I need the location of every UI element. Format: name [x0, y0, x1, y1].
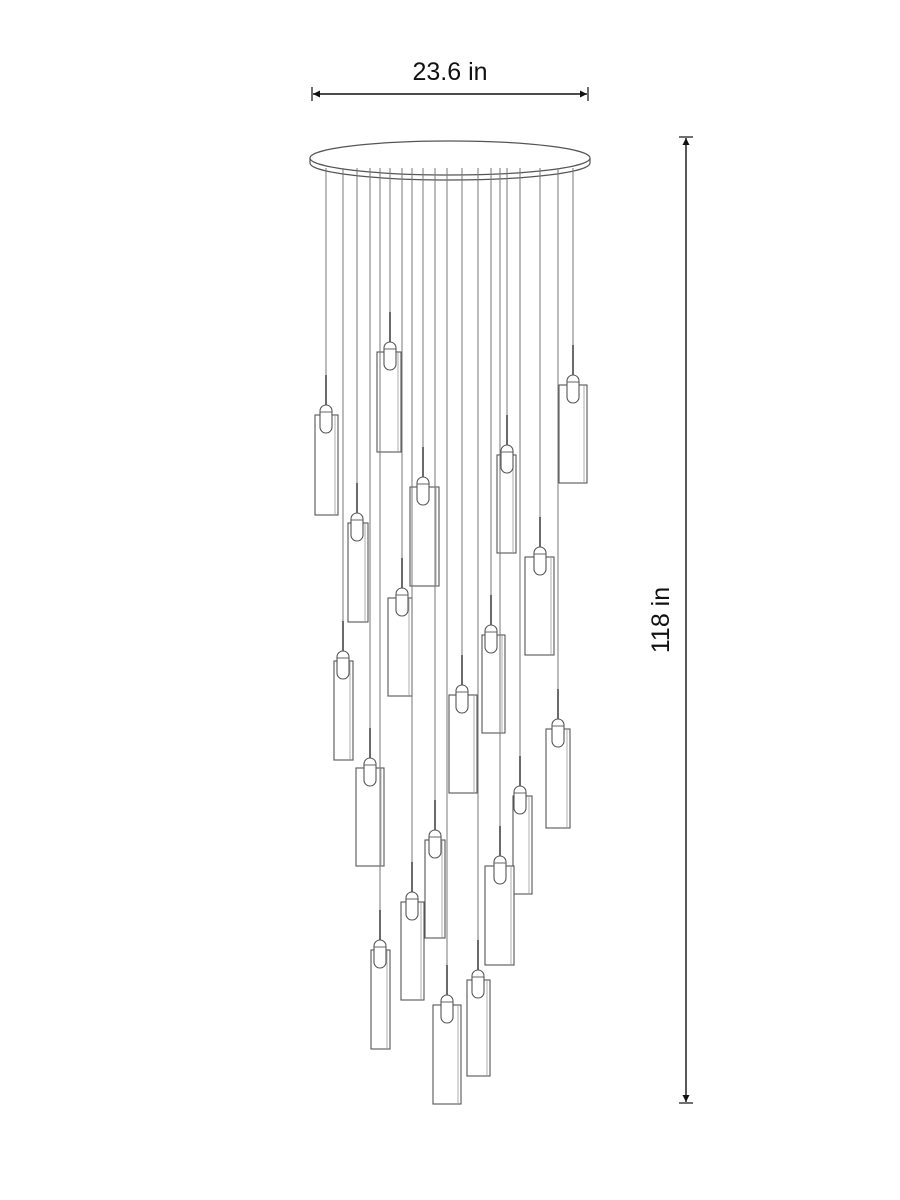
bulb-capsule	[513, 785, 527, 815]
bulb-capsule	[350, 512, 364, 542]
pendant	[333, 168, 354, 761]
pendant	[512, 168, 533, 895]
pendant	[524, 168, 555, 656]
pendant	[558, 168, 588, 484]
bulb-capsule	[395, 587, 409, 617]
pendant	[347, 168, 369, 623]
pendant	[387, 168, 413, 697]
bulb-capsule	[416, 476, 430, 506]
pendant	[424, 168, 446, 939]
width-label: 23.6 in	[412, 58, 487, 86]
bulb-capsule	[319, 404, 333, 434]
pendant	[481, 168, 506, 734]
pendants	[314, 168, 588, 1105]
bulb-capsule	[336, 650, 350, 680]
pendant	[370, 168, 391, 1050]
bulb-capsule	[551, 718, 565, 748]
bulb-capsule	[493, 855, 507, 885]
bulb-capsule	[500, 444, 514, 474]
bulb-capsule	[428, 829, 442, 859]
bulb-capsule	[405, 891, 419, 921]
pendant	[409, 168, 440, 587]
bulb-capsule	[471, 969, 485, 999]
pendant	[484, 168, 515, 966]
height-label: 118 in	[647, 587, 675, 653]
pendant	[400, 168, 425, 1001]
pendant	[376, 168, 402, 453]
pendant	[545, 168, 571, 829]
pendant	[466, 168, 491, 1077]
bulb-capsule	[363, 757, 377, 787]
bulb-capsule	[455, 684, 469, 714]
pendant	[355, 168, 385, 867]
bulb-capsule	[383, 341, 397, 371]
bulb-capsule	[533, 546, 547, 576]
pendant	[314, 168, 339, 516]
canopy	[309, 140, 591, 181]
bulb-capsule	[373, 939, 387, 969]
pendant	[432, 168, 462, 1105]
pendant	[496, 168, 517, 554]
bulb-capsule	[440, 994, 454, 1024]
pendant	[448, 168, 478, 794]
height-dimension: 118 in	[647, 136, 693, 1104]
bulb-capsule	[566, 374, 580, 404]
bulb-capsule	[484, 624, 498, 654]
width-dimension: 23.6 in	[311, 58, 589, 101]
